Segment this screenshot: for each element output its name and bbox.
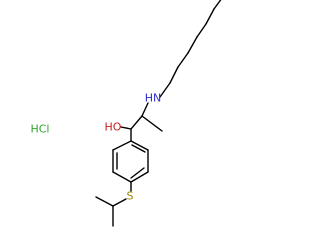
ring-bond-1 <box>130 140 149 151</box>
bond-octyl-4 <box>187 36 198 54</box>
structure-canvas: HN HO S HCl <box>30 0 222 227</box>
bond-octyl-1 <box>159 82 171 98</box>
sulfur-label: S <box>127 190 134 203</box>
bond-octyl-7 <box>213 0 222 10</box>
bond-octyl-3 <box>177 52 189 68</box>
bond-octyl-6 <box>205 8 215 25</box>
ring-bond-3 <box>130 171 149 183</box>
bond-n-calpha <box>141 102 149 117</box>
ring-double-2 <box>130 167 145 179</box>
ring-bond-6 <box>112 140 132 151</box>
ring-bond-4 <box>112 171 132 183</box>
bond-cbeta-oh <box>120 126 132 130</box>
bond-s-isopropyl <box>112 198 127 207</box>
hydrochloride-label: HCl <box>30 123 49 136</box>
bond-calpha-cbeta <box>130 115 143 130</box>
ring-double-1 <box>131 144 146 153</box>
hydroxyl-label: HO <box>105 121 122 134</box>
bond-calpha-methyl <box>141 115 163 132</box>
chemical-structure: HN HO S HCl <box>30 0 222 227</box>
bond-octyl-2 <box>169 66 179 84</box>
bond-isopropyl-methyl-1 <box>95 196 114 207</box>
bond-octyl-5 <box>196 23 207 38</box>
nitrogen-label: HN <box>145 92 162 105</box>
